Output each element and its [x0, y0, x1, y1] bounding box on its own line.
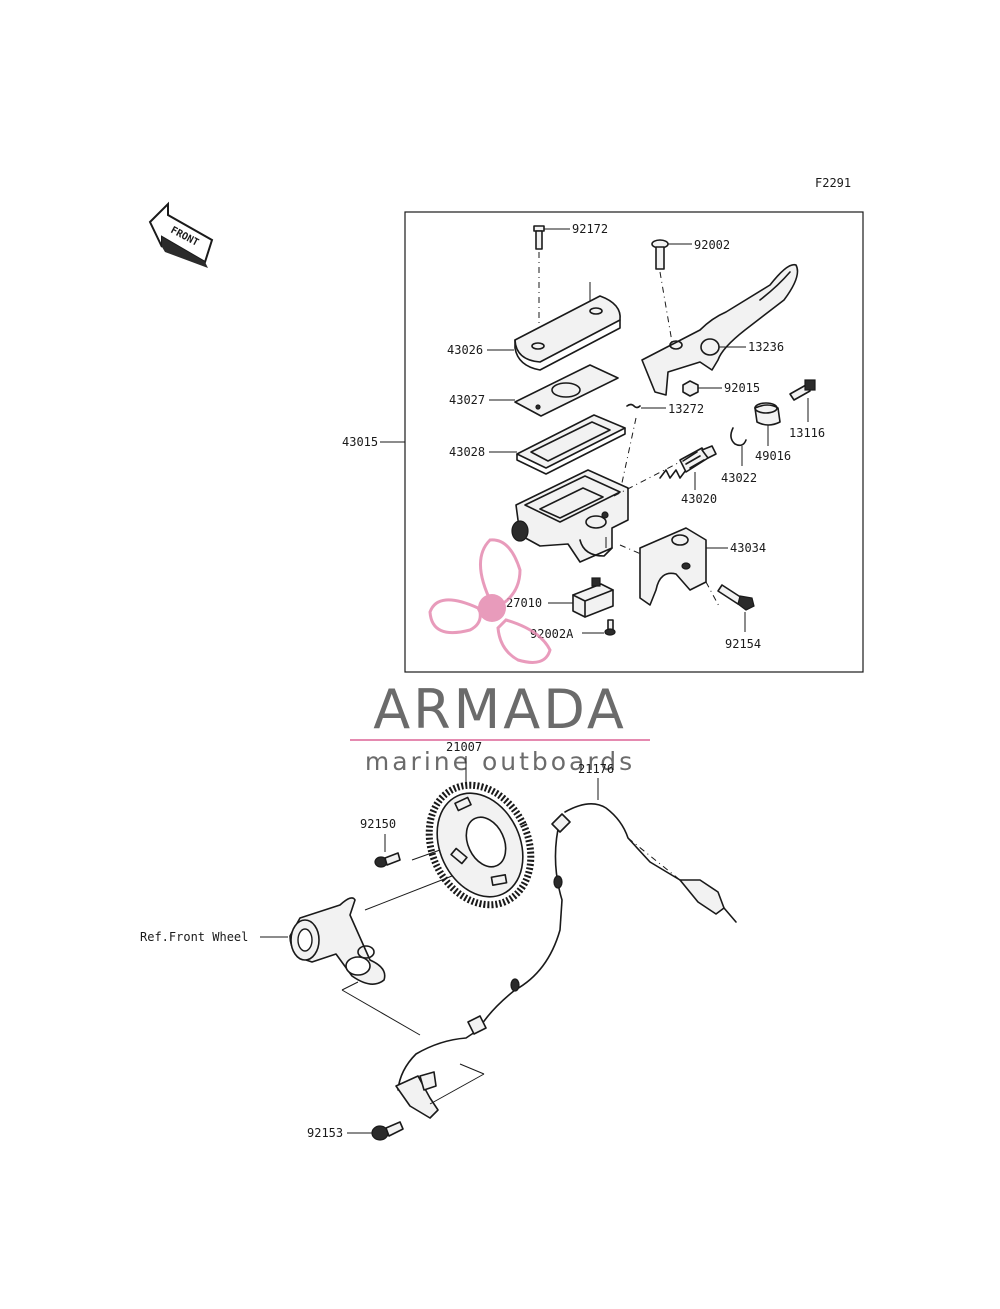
callout-92154: 92154: [725, 637, 761, 651]
abs-sensor-lead: [395, 803, 737, 1119]
callout-43026: 43026: [447, 343, 483, 357]
callout-92153: 92153: [307, 1126, 343, 1140]
callout-92172: 92172: [572, 222, 608, 236]
front-arrow-icon: FRONT: [148, 201, 214, 268]
callout-43027: 43027: [449, 393, 485, 407]
screw-92002A: [582, 619, 616, 636]
abs-sensor-rotor: [425, 781, 535, 909]
adjuster-pin-13116: [789, 379, 816, 422]
nut-92015: [682, 380, 722, 397]
callout-21007: 21007: [446, 740, 482, 754]
callout-92150: 92150: [360, 817, 396, 831]
wheel-hub-collar: [289, 897, 386, 985]
reservoir-cap: [514, 295, 621, 371]
callout-49016: 49016: [755, 449, 791, 463]
screw-92172: [533, 225, 570, 250]
diaphragm: [516, 414, 626, 475]
brake-switch: [548, 577, 614, 618]
callout-13236: 13236: [748, 340, 784, 354]
bolt-92154: [717, 584, 755, 632]
bolt-92153: [371, 1121, 404, 1141]
callout-43028: 43028: [449, 445, 485, 459]
handlebar-clamp: [639, 527, 728, 606]
piston-assembly: [659, 445, 717, 490]
brake-lever: [641, 263, 799, 396]
diaphragm-plate: [514, 364, 619, 417]
callout-13116: 13116: [789, 426, 825, 440]
circlip-43022: [730, 427, 747, 466]
watermark-subtitle: marine outboards: [365, 747, 635, 776]
callout-92002: 92002: [694, 238, 730, 252]
armada-logo-icon: [428, 538, 552, 664]
callout-43034: 43034: [730, 541, 766, 555]
callout-27010: 27010: [506, 596, 542, 610]
pivot-bolt-92002: [651, 239, 692, 270]
callout-43020: 43020: [681, 492, 717, 506]
screw-92150: [374, 852, 401, 868]
watermark-title: ARMADA: [373, 678, 627, 741]
ref-front-wheel-label: Ref.Front Wheel: [140, 930, 248, 944]
callout-21176: 21176: [578, 762, 614, 776]
callout-43015: 43015: [342, 435, 378, 449]
callout-13272: 13272: [668, 402, 704, 416]
callout-92015: 92015: [724, 381, 760, 395]
figure-code: F2291: [815, 176, 851, 190]
master-cylinder-body: [511, 469, 629, 563]
bushing-49016: [754, 402, 781, 446]
clip-13272: [626, 403, 666, 409]
callout-43022: 43022: [721, 471, 757, 485]
